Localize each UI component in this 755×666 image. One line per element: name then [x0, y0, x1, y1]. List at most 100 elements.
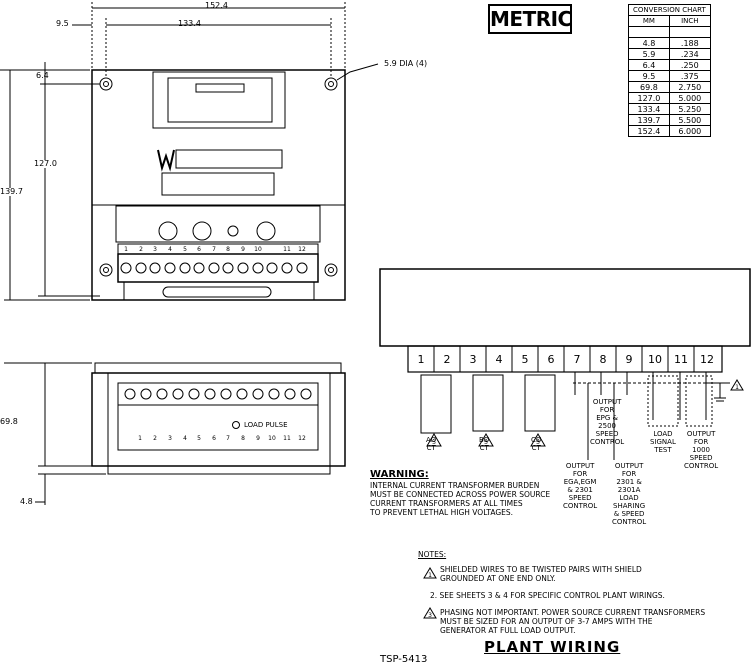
housing-side-view	[91, 372, 346, 467]
notes-heading: NOTES:	[418, 550, 447, 559]
terminal-label-2: 2	[444, 353, 451, 366]
svg-text:3: 3	[168, 435, 172, 442]
terminal-label-10: 10	[648, 353, 662, 366]
svg-text:3: 3	[153, 246, 157, 253]
led-indicator	[227, 225, 239, 237]
terminal-label-1: 1	[418, 353, 425, 366]
svg-text:6: 6	[197, 246, 201, 253]
svg-text:9: 9	[241, 246, 245, 253]
dim-9-5: 9.5	[56, 19, 69, 28]
dim-4-8: 4.8	[20, 497, 33, 506]
svg-text:3: 3	[432, 439, 436, 446]
ct-b-loop	[472, 374, 504, 432]
mount-hole-tr	[324, 77, 338, 91]
table-row: 4.8.188	[628, 37, 711, 49]
svg-text:7: 7	[226, 435, 230, 442]
ct-a-loop	[420, 374, 452, 434]
terminal-label-5: 5	[522, 353, 529, 366]
dim-152: 152.4	[205, 1, 228, 10]
logo-mark	[157, 149, 175, 172]
dim-139: 139.7	[0, 187, 23, 196]
col-inch: INCH	[668, 15, 711, 27]
load-pulse-label: LOAD PULSE	[244, 421, 288, 429]
svg-text:5: 5	[183, 246, 187, 253]
mount-hole-br	[324, 263, 338, 277]
terminal-label-3: 3	[470, 353, 477, 366]
terminal-number-labels: 1 2 3 4 5 6 7 8 9 10 11 12	[418, 353, 715, 366]
front-panel	[117, 404, 319, 451]
svg-text:1: 1	[428, 572, 432, 579]
terminal-label-8: 8	[600, 353, 607, 366]
notes-block: NOTES: SHIELDED WIRES TO BE TWISTED PAIR…	[418, 550, 706, 635]
svg-text:12: 12	[298, 435, 306, 442]
svg-text:5: 5	[197, 435, 201, 442]
svg-text:3: 3	[484, 439, 488, 446]
dim-133: 133.4	[178, 19, 201, 28]
svg-text:1: 1	[124, 246, 128, 253]
svg-text:2: 2	[153, 435, 157, 442]
svg-text:3: 3	[536, 439, 540, 446]
terminal-block	[407, 345, 723, 373]
table-row: 6.4.250	[628, 59, 711, 71]
svg-text:4: 4	[168, 246, 172, 253]
terminal-screws	[120, 262, 308, 274]
svg-text:10: 10	[268, 435, 276, 442]
svg-text:8: 8	[226, 246, 230, 253]
ct-c-loop	[524, 374, 556, 432]
svg-text:2: 2	[139, 246, 143, 253]
svg-text:11: 11	[283, 246, 291, 253]
terminal-label-12: 12	[700, 353, 714, 366]
svg-text:8: 8	[241, 435, 245, 442]
conversion-chart-title: CONVERSION CHART	[628, 4, 711, 16]
terminal-label-4: 4	[496, 353, 503, 366]
terminal-strip-top	[117, 253, 319, 283]
svg-text:7: 7	[212, 246, 216, 253]
dim-6-4: 6.4	[36, 71, 49, 80]
dim-69: 69.8	[0, 417, 18, 426]
nameplate-logo	[195, 83, 245, 93]
svg-text:1: 1	[735, 384, 739, 391]
mount-hole-bl	[99, 263, 113, 277]
terminal-label-6: 6	[548, 353, 555, 366]
svg-text:4: 4	[183, 435, 187, 442]
terminal-label-9: 9	[626, 353, 633, 366]
mount-hole-tl	[99, 77, 113, 91]
drawing-number: TSP-5413	[380, 654, 428, 665]
svg-text:9: 9	[256, 435, 260, 442]
dim-dia: 5.9 DIA (4)	[384, 59, 428, 68]
warning-block: WARNING: INTERNAL CURRENT TRANSFORMER BU…	[370, 469, 551, 518]
label-plate	[161, 172, 275, 196]
warning-heading: WARNING:	[370, 469, 429, 480]
col-mm: MM	[628, 15, 670, 27]
svg-text:3: 3	[428, 612, 432, 619]
control-box-outline	[379, 268, 751, 347]
display-window	[152, 71, 286, 129]
svg-text:11: 11	[283, 435, 291, 442]
svg-text:6: 6	[212, 435, 216, 442]
terminal-label-11: 11	[674, 353, 688, 366]
table-row: 9.5.375	[628, 70, 711, 82]
dim-127: 127.0	[34, 159, 57, 168]
table-row: 5.9.234	[628, 48, 711, 60]
terminal-label-7: 7	[574, 353, 581, 366]
drawing-title: PLANT WIRING	[484, 638, 621, 656]
potentiometer-3	[256, 221, 276, 241]
svg-text:1: 1	[138, 435, 142, 442]
svg-text:10: 10	[254, 246, 262, 253]
svg-text:12: 12	[298, 246, 306, 253]
potentiometer-1	[158, 221, 178, 241]
